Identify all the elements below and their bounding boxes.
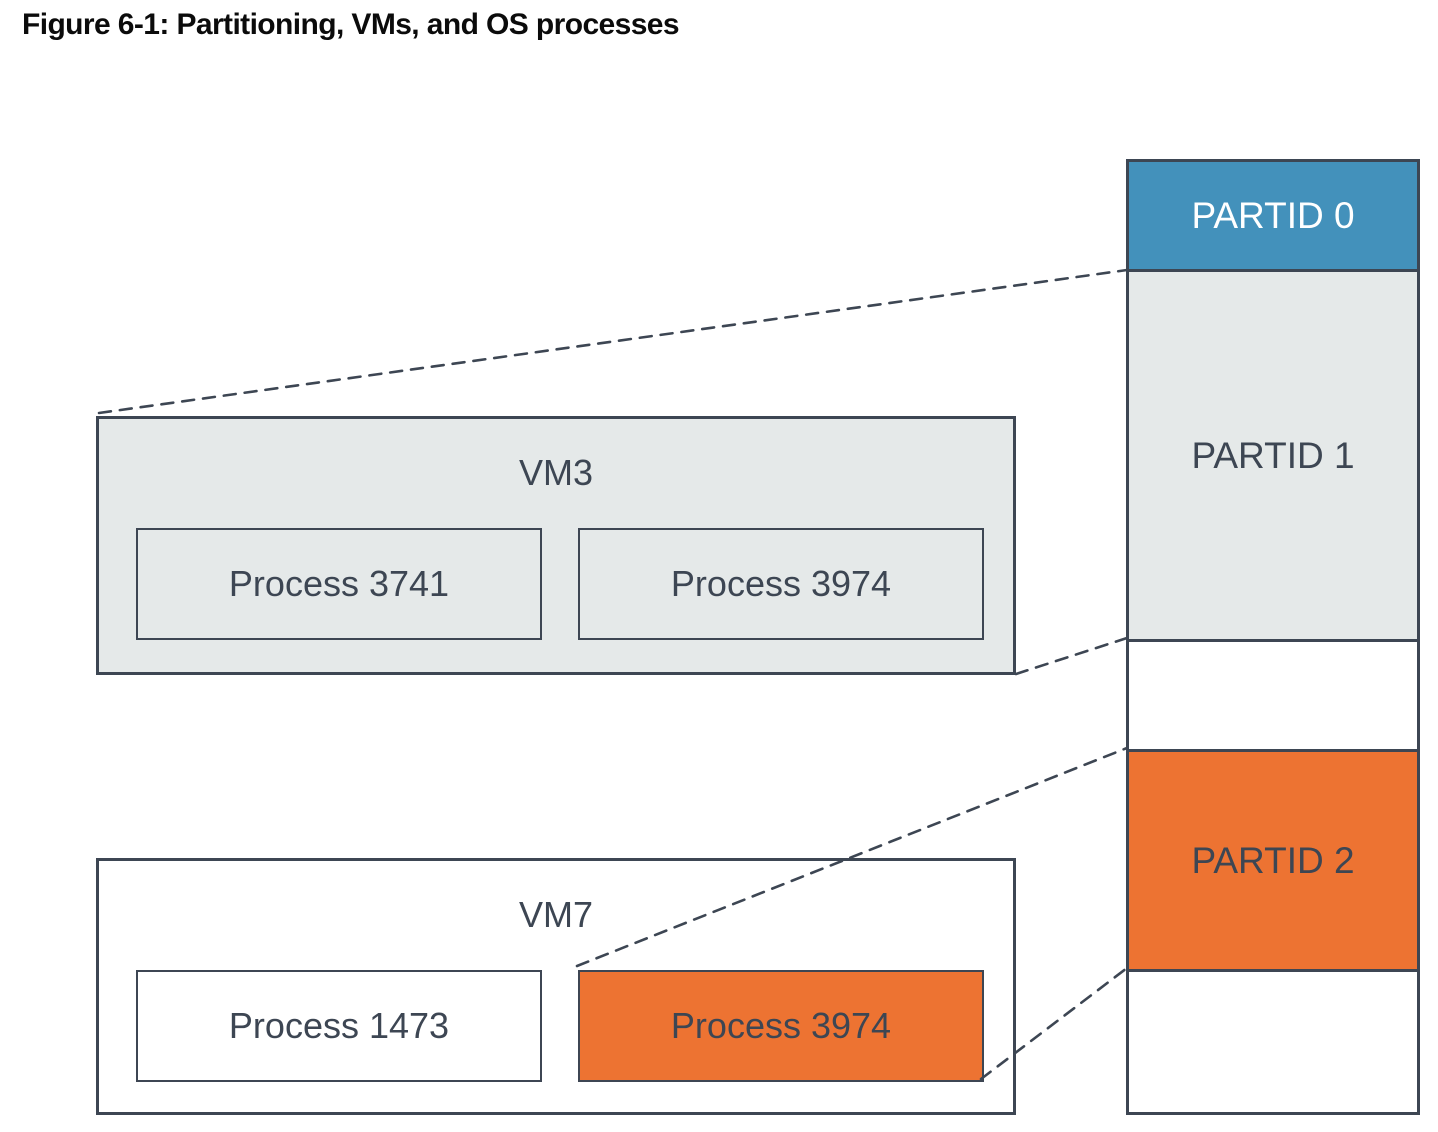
vm3-label: VM3 bbox=[518, 452, 594, 493]
vm7-process-3974-box: Process 3974 bbox=[578, 970, 984, 1082]
vm7-label: VM7 bbox=[518, 894, 594, 935]
partition-column: PARTID 0 PARTID 1 PARTID 2 bbox=[1126, 159, 1420, 1115]
vm7-process-3974-label: Process 3974 bbox=[670, 1005, 892, 1046]
connector-vm3-bottomright-to-partid1-bottom bbox=[1014, 636, 1129, 676]
vm3-process-3741-box: Process 3741 bbox=[136, 528, 542, 640]
partition-segment-partid-2: PARTID 2 bbox=[1129, 749, 1417, 969]
vm7-process-1473-label: Process 1473 bbox=[228, 1005, 450, 1046]
partition-segment-partid-0: PARTID 0 bbox=[1129, 162, 1417, 269]
partid-0-label: PARTID 0 bbox=[1191, 194, 1355, 236]
partition-segment-unassigned-2 bbox=[1129, 969, 1417, 1112]
vm3-process-3974-box: Process 3974 bbox=[578, 528, 984, 640]
vm3-box: VM3 Process 3741 Process 3974 bbox=[96, 416, 1016, 675]
vm7-process-1473-box: Process 1473 bbox=[136, 970, 542, 1082]
vm3-process-3741-label: Process 3741 bbox=[228, 563, 450, 604]
vm3-process-3974-label: Process 3974 bbox=[670, 563, 892, 604]
connector-vm3-topleft-to-partid1-top bbox=[97, 268, 1129, 415]
partition-segment-partid-1: PARTID 1 bbox=[1129, 269, 1417, 639]
partid-1-label: PARTID 1 bbox=[1191, 434, 1355, 476]
vm7-box: VM7 Process 1473 Process 3974 bbox=[96, 858, 1016, 1115]
figure-title: Figure 6-1: Partitioning, VMs, and OS pr… bbox=[22, 8, 680, 41]
partid-2-label: PARTID 2 bbox=[1191, 839, 1355, 881]
partition-segment-unassigned-1 bbox=[1129, 639, 1417, 749]
